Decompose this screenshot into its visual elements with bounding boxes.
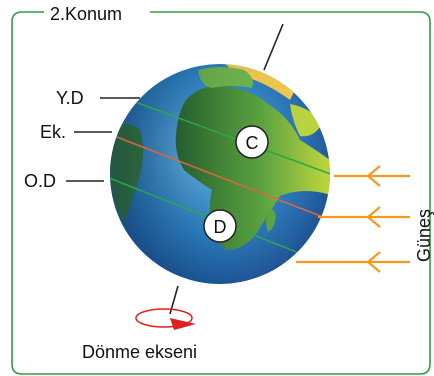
point-d: D xyxy=(203,209,237,243)
tropic-north-line xyxy=(110,91,330,177)
globe xyxy=(110,64,330,284)
rotation-axis-label: Dönme ekseni xyxy=(82,342,197,362)
frame-title: 2.Konum xyxy=(50,4,122,24)
equator-label: Ek. xyxy=(40,122,66,142)
frame-border xyxy=(11,11,431,375)
tropic-south-label: O.D xyxy=(24,171,56,191)
sun-ray-1 xyxy=(334,165,410,187)
point-c: C xyxy=(235,125,269,159)
point-c-label: C xyxy=(246,133,259,153)
sun-ray-3 xyxy=(296,251,410,273)
tropic-north-label: Y.D xyxy=(56,88,84,108)
equator-line xyxy=(110,131,330,223)
sun-label: Güneş xyxy=(414,209,434,262)
point-d-label: D xyxy=(214,217,227,237)
sun-rays xyxy=(296,165,410,273)
rotation-axis-top xyxy=(263,23,284,71)
sun-ray-2 xyxy=(318,206,410,228)
rotation-direction-arrow xyxy=(135,308,196,330)
